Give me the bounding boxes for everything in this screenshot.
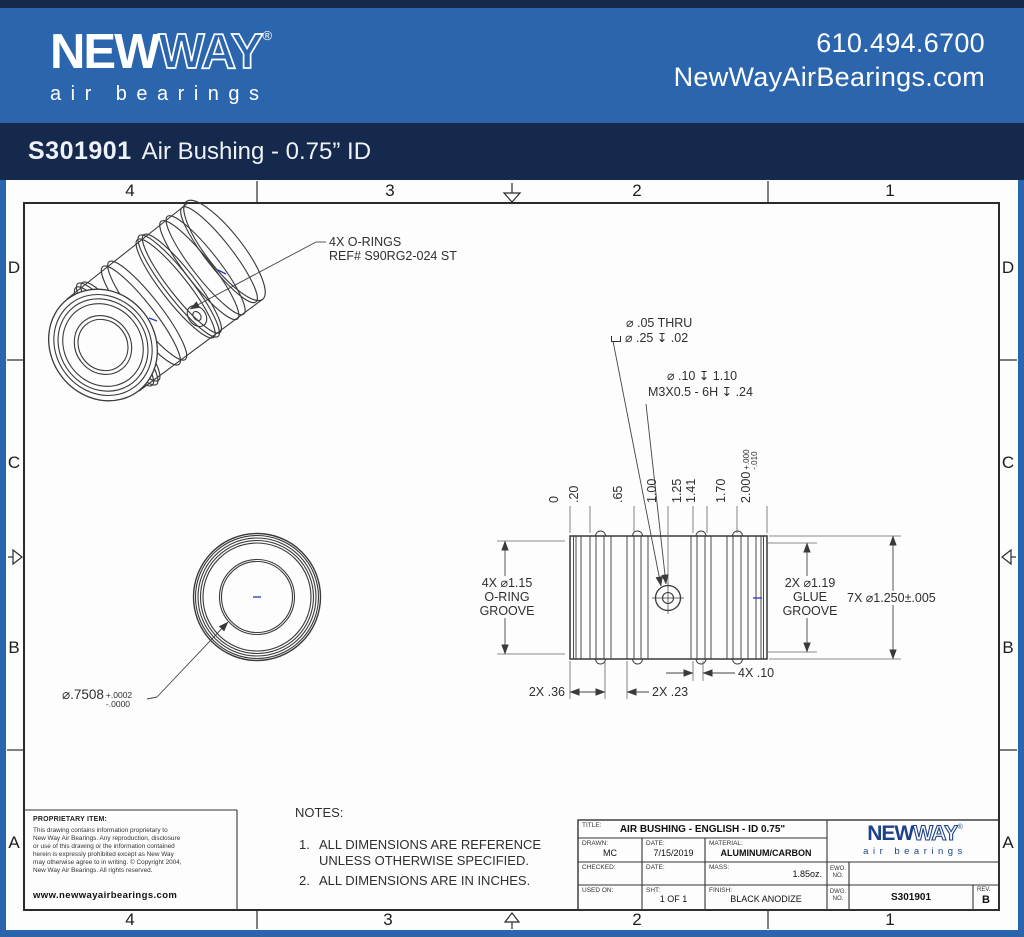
- tb-checked-label: CHECKED:: [582, 864, 616, 871]
- glue-groove-label: 2X ⌀1.19 GLUE GROOVE: [773, 576, 847, 618]
- proprietary-heading: PROPRIETARY ITEM:: [33, 816, 108, 823]
- tb-finish-value: BLACK ANODIZE: [730, 894, 802, 904]
- zone-top-3: 3: [385, 181, 395, 200]
- note-2-text: ALL DIMENSIONS ARE IN INCHES.: [319, 873, 531, 888]
- proprietary-body: This drawing contains information propri…: [33, 827, 182, 874]
- tb-title-label: TITLE:: [582, 822, 602, 829]
- zone-left-a: A: [8, 833, 20, 852]
- zone-left-b: B: [8, 638, 20, 657]
- zone-top-2: 2: [632, 181, 642, 200]
- tb-date1-label: DATE:: [646, 840, 665, 847]
- zone-bottom-3: 3: [383, 910, 393, 929]
- logo-tagline: air bearings: [50, 83, 269, 105]
- logo-way-text: WAY: [157, 25, 264, 79]
- sheet-background: [6, 180, 1018, 930]
- ordinate-length: 2.000+.000-.010: [736, 449, 759, 503]
- notes-heading: NOTES:: [295, 805, 344, 820]
- website-url: NewWayAirBearings.com: [673, 62, 985, 92]
- part-title: Air Bushing - 0.75” ID: [141, 137, 372, 165]
- dim-4x10: 4X .10: [738, 666, 775, 680]
- ordinate-170: 1.70: [714, 478, 728, 503]
- tb-drawn-value: MC: [603, 848, 617, 858]
- length-value: 2.000: [739, 471, 753, 503]
- zone-bottom-1: 1: [885, 910, 895, 929]
- note-1-number: 1.: [299, 837, 310, 852]
- tb-date1-value: 7/15/2019: [653, 848, 694, 858]
- oring-callout-line1: 4X O-RINGS: [329, 235, 402, 249]
- tb-dwg-label: DWG. NO.: [829, 889, 847, 902]
- hole-callout-2a: ⌀ .10 ↧ 1.10: [667, 369, 738, 383]
- zone-right-c: C: [1001, 453, 1015, 472]
- note-1-text: ALL DIMENSIONS ARE REFERENCE UNLESS OTHE…: [319, 837, 542, 868]
- newway-logo: NEWWAY® air bearings: [50, 25, 273, 105]
- phone-number: 610.494.6700: [816, 28, 985, 58]
- dim-2x36: 2X .36: [528, 685, 565, 699]
- part-number: S301901: [28, 137, 132, 165]
- tb-usedon-label: USED ON:: [582, 887, 614, 894]
- tb-material-label: MATERIAL:: [709, 840, 743, 847]
- length-tol-minus: -.010: [750, 451, 759, 470]
- tb-date2-label: DATE:: [646, 864, 665, 871]
- logo-registered-mark: ®: [262, 28, 273, 43]
- proprietary-website: www.newwayairbearings.com: [33, 890, 178, 901]
- tb-material-value: ALUMINUM/CARBON: [720, 848, 812, 858]
- part-title-bar: S301901 Air Bushing - 0.75” ID: [0, 123, 1024, 180]
- zone-right-b: B: [1002, 638, 1014, 657]
- bore-tol-plus: +.0002: [105, 690, 133, 700]
- zone-right-a: A: [1002, 833, 1014, 852]
- bore-dimension: ⌀.7508+.0002-.0000: [62, 688, 132, 708]
- od-dimension: 7X ⌀1.250±.005: [847, 591, 936, 605]
- zone-top-4: 4: [125, 181, 135, 200]
- zone-right-d: D: [1001, 258, 1015, 277]
- hole-callout-2b: M3X0.5 - 6H ↧ .24: [648, 385, 753, 399]
- hole-callout-1a: ⌀ .05 THRU: [626, 316, 693, 330]
- oring-callout-line2: REF# S90RG2-024 ST: [329, 249, 457, 263]
- zone-bottom-2: 2: [632, 910, 642, 929]
- zone-left-c: C: [7, 453, 21, 472]
- zone-left-d: D: [7, 258, 21, 277]
- ordinate-20: .20: [567, 485, 581, 503]
- hole-callout-1b: ⌀ .25 ↧ .02: [611, 331, 688, 345]
- bore-diameter: ⌀.7508: [62, 687, 104, 702]
- zone-top-1: 1: [885, 181, 895, 200]
- tb-drawn-label: DRAWN:: [582, 840, 609, 847]
- dim-2x23: 2X .23: [652, 685, 689, 699]
- ordinate-0: 0: [547, 496, 561, 503]
- logo-new-text: NEW: [50, 25, 160, 79]
- ordinate-141: 1.41: [684, 478, 698, 503]
- bore-tol-minus: -.0000: [105, 698, 131, 709]
- tb-mass-value: 1.85oz.: [792, 869, 822, 879]
- tb-finish-label: FINISH:: [709, 887, 733, 894]
- tb-mass-label: MASS:: [709, 864, 730, 871]
- oring-groove-label: 4X ⌀1.15 O-RING GROOVE: [470, 576, 544, 618]
- note-2-number: 2.: [299, 873, 310, 888]
- counterbore-icon: [611, 336, 621, 342]
- tb-rev-label: REV.: [977, 887, 991, 893]
- tb-rev-value: B: [982, 894, 990, 906]
- ordinate-65: .65: [611, 485, 625, 503]
- zone-bottom-4: 4: [125, 910, 135, 929]
- top-navy-strip: [0, 0, 1024, 8]
- tb-dwg-value: S301901: [890, 892, 932, 903]
- tb-title-value: AIR BUSHING - ENGLISH - ID 0.75": [619, 824, 786, 835]
- title-block-logo: NEWWAY® air bearings: [863, 822, 967, 857]
- tb-ewo-label: EWO. NO.: [830, 866, 846, 879]
- tb-sht-value: 1 OF 1: [659, 894, 688, 904]
- tb-sht-label: SHT:: [646, 887, 661, 894]
- contact-block: 610.494.6700 NewWayAirBearings.com: [674, 26, 985, 94]
- ordinate-100: 1.00: [645, 478, 659, 503]
